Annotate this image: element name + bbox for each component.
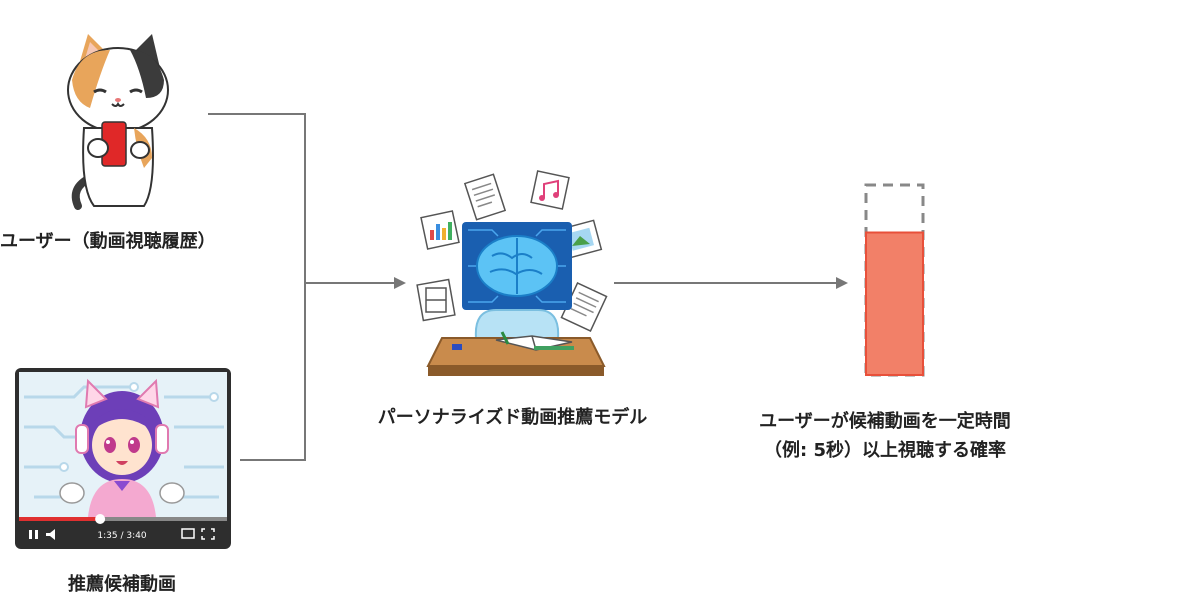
output-label-line1: ユーザーが候補動画を一定時間: [759, 411, 1011, 432]
candidate-video-label: 推薦候補動画: [68, 574, 176, 595]
recommendation-model-illustration: [416, 170, 608, 376]
video-player-illustration: 1:35 / 3:40: [15, 368, 231, 549]
video-time-text: 1:35 / 3:40: [97, 531, 146, 541]
volume-icon[interactable]: [46, 529, 55, 540]
probability-bar-fill: [865, 231, 924, 376]
user-history-label: ユーザー（動画視聴履歴）: [0, 231, 216, 252]
image-document-icon: [561, 219, 603, 259]
video-progress-knob[interactable]: [95, 514, 106, 524]
model-label: パーソナライズド動画推薦モデル: [377, 407, 648, 428]
film-document-icon: [416, 278, 456, 322]
probability-bar-chart: [864, 183, 925, 377]
music-note-icon: [530, 170, 570, 210]
fullscreen-icon[interactable]: [201, 528, 215, 540]
merge-arrowhead: [394, 277, 406, 289]
video-progress-track[interactable]: [19, 517, 227, 521]
output-arrowhead: [836, 277, 848, 289]
document-icon: [463, 173, 507, 221]
bar-chart-document-icon: [420, 210, 460, 250]
pause-icon[interactable]: [29, 530, 38, 539]
output-label-line2: （例: 5秒）以上視聴する確率: [764, 440, 1006, 461]
user-connector-line: [208, 113, 306, 461]
video-progress-fill: [19, 517, 101, 521]
miniplayer-icon[interactable]: [181, 528, 195, 539]
cat-user-illustration: [67, 34, 169, 210]
